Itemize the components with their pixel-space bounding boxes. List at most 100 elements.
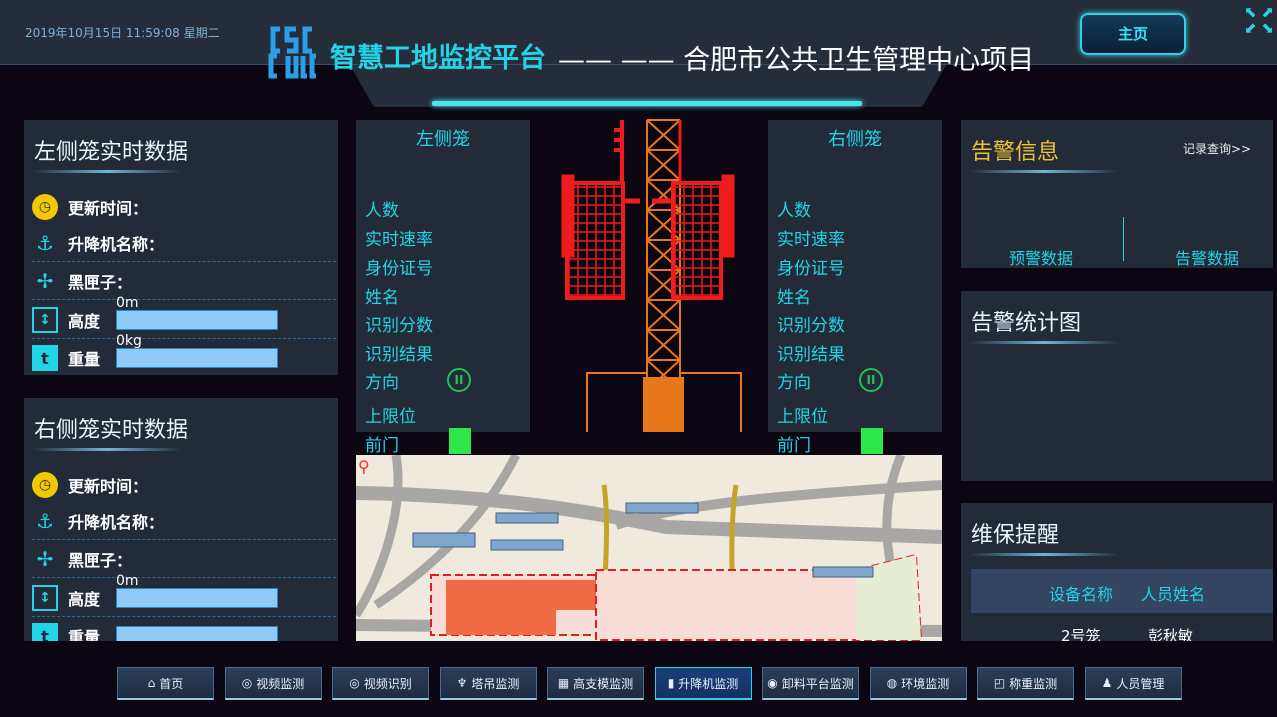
panel-title: 维保提醒 — [971, 523, 1060, 548]
record-query-link[interactable]: 记录查询>> — [1183, 142, 1252, 156]
pause-icon: II — [859, 368, 883, 392]
nav-tower-crane[interactable]: ♆塔吊监测 — [439, 667, 537, 700]
height-value: 0m — [116, 295, 139, 311]
nav-label: 视频监测 — [256, 676, 305, 691]
cage-field-label: 身份证号 — [777, 259, 845, 279]
fan-icon: ✢ — [36, 268, 54, 293]
site-map[interactable]: ⚲ — [356, 455, 942, 641]
title-underline — [969, 553, 1119, 556]
cage-field-label: 实时速率 — [777, 230, 845, 250]
door-icon — [861, 428, 883, 454]
nav-label: 塔吊监测 — [471, 676, 520, 691]
cage-title: 左侧笼 — [416, 129, 470, 150]
cage-field-label: 上限位 — [365, 407, 416, 427]
fan-icon: ✢ — [36, 546, 54, 571]
nav-camera[interactable]: ◎视频识别 — [332, 667, 429, 700]
weight-bar — [116, 348, 278, 368]
home-button[interactable]: 主页 — [1080, 13, 1186, 55]
home-icon: ⌂ — [147, 676, 156, 690]
cage-field-label: 前门 — [365, 436, 399, 456]
site-map-drawing — [356, 455, 942, 641]
height-label: 高度 — [68, 311, 101, 331]
height-bar — [116, 588, 278, 608]
environment-icon: ◍ — [886, 676, 898, 690]
pause-icon: II — [447, 368, 471, 392]
weight-label: 重量 — [68, 628, 101, 641]
clock-icon: ◷ — [32, 472, 58, 498]
update-time-label: 更新时间： — [68, 199, 149, 218]
hoist-icon: ▮ — [667, 676, 675, 690]
weight-value: 0kg — [116, 333, 142, 349]
title-underline — [32, 448, 182, 451]
nav-environment[interactable]: ◍环境监测 — [869, 667, 967, 700]
scale-icon: ◰ — [993, 676, 1006, 690]
table-cell: 彭秋敏 — [1148, 627, 1194, 641]
nav-hoist[interactable]: ▮升降机监测 — [654, 667, 752, 700]
nav-home[interactable]: ⌂首页 — [117, 667, 214, 700]
title-underline — [32, 170, 182, 173]
hoist-name-label: 升降机名称： — [68, 234, 165, 254]
warning-data-tab[interactable]: 预警数据 — [1009, 249, 1074, 268]
panel-title: 告警信息 — [971, 140, 1060, 165]
alarm-data-tab[interactable]: 告警数据 — [1175, 249, 1240, 268]
nav-people[interactable]: ♟人员管理 — [1084, 667, 1182, 700]
title-underline — [969, 170, 1119, 173]
cage-field-label: 识别分数 — [777, 316, 845, 336]
column-header: 人员姓名 — [1141, 585, 1206, 604]
blackbox-label: 黑匣子： — [68, 272, 133, 292]
datetime: 2019年10月15日 11:59:08 星期二 — [25, 26, 220, 40]
platform-icon: ◉ — [767, 676, 778, 690]
cage-field-label: 前门 — [777, 436, 811, 456]
nav-label: 卸料平台监测 — [781, 676, 854, 691]
nav-label: 首页 — [159, 676, 184, 691]
nav-label: 环境监测 — [901, 676, 950, 691]
fullscreen-icon[interactable]: ⬉ ⬈⬋ ⬊ — [1244, 3, 1274, 37]
grid-icon: ▦ — [557, 676, 570, 690]
cage-field-label: 识别结果 — [365, 345, 433, 365]
column-header: 设备名称 — [1049, 585, 1114, 604]
height-label: 高度 — [68, 589, 101, 609]
header-bar — [0, 0, 1277, 65]
cage-field-label: 姓名 — [777, 288, 811, 308]
nav-label: 升降机监测 — [678, 676, 739, 691]
table-header: 设备名称 人员姓名 — [971, 569, 1273, 613]
update-time-label: 更新时间： — [68, 477, 149, 496]
project-title: —— —— 合肥市公共卫生管理中心项目 — [558, 45, 1035, 76]
clock-icon: ◷ — [32, 194, 58, 220]
cage-title: 右侧笼 — [828, 129, 882, 150]
nav-camera[interactable]: ◎视频监测 — [224, 667, 322, 700]
alarm-info-panel: 告警信息 记录查询>> 预警数据 告警数据 — [961, 120, 1273, 268]
platform-title: 智慧工地监控平台 — [330, 43, 546, 74]
panel-title: 右侧笼实时数据 — [34, 418, 189, 443]
anchor-icon: ⚓ — [36, 508, 54, 533]
cage-field-label: 人数 — [777, 201, 811, 221]
table-cell: 2号笼 — [1061, 627, 1101, 641]
nav-scale[interactable]: ◰称重监测 — [977, 667, 1074, 700]
height-icon: ↕ — [32, 306, 58, 333]
people-icon: ♟ — [1101, 676, 1113, 690]
nav-label: 称重监测 — [1009, 676, 1058, 691]
right-cage-car — [652, 120, 735, 300]
anchor-icon: ⚓ — [36, 230, 54, 255]
cage-field-label: 身份证号 — [365, 259, 433, 279]
hoist-diagram — [561, 119, 742, 432]
hoist-name-label: 升降机名称： — [68, 512, 165, 532]
cage-field-label: 方向 — [365, 373, 399, 393]
weight-icon: t — [32, 345, 58, 371]
divider — [1123, 217, 1124, 261]
height-icon: ↕ — [32, 584, 58, 611]
bottom-nav: ⌂首页 ◎视频监测 ◎视频识别 ♆塔吊监测 ▦高支模监测 ▮升降机监测 ◉卸料平台监测 ◍环境… — [0, 667, 1277, 701]
cscec-logo — [268, 26, 316, 79]
nav-platform[interactable]: ◉卸料平台监测 — [762, 667, 859, 700]
door-icon — [449, 428, 471, 454]
panel-title: 左侧笼实时数据 — [34, 140, 189, 165]
cage-field-label: 上限位 — [777, 407, 828, 427]
height-bar — [116, 310, 278, 330]
cage-field-label: 识别分数 — [365, 316, 433, 336]
nav-grid[interactable]: ▦高支模监测 — [547, 667, 644, 700]
cage-field-label: 方向 — [777, 373, 811, 393]
location-pin-icon[interactable]: ⚲ — [358, 457, 370, 476]
weight-label: 重量 — [68, 350, 101, 369]
